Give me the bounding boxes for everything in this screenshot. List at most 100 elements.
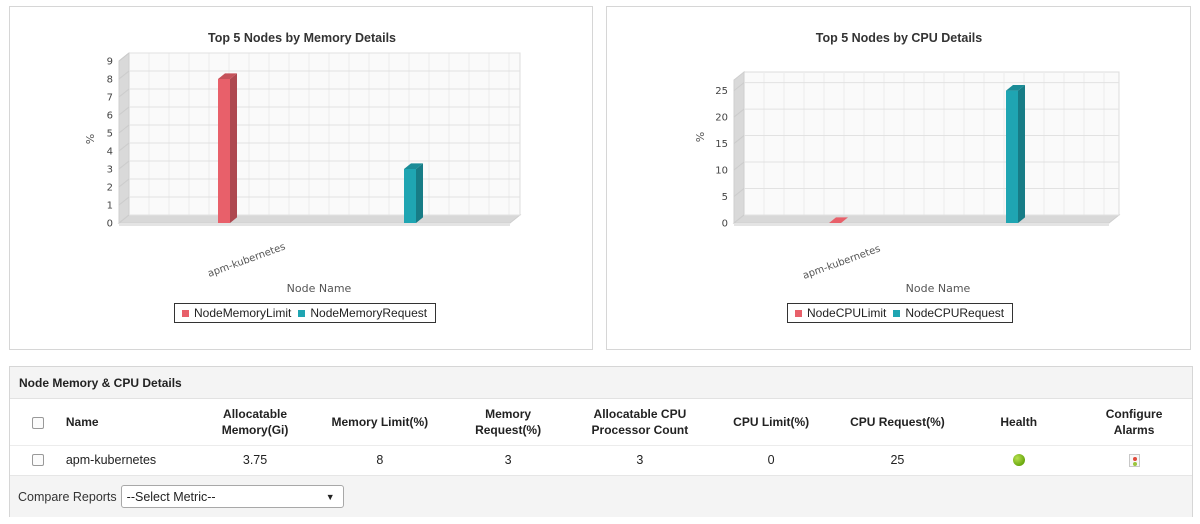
cpu-count-value: 3 <box>636 452 644 467</box>
grid-line-side <box>118 196 130 206</box>
plot-floor <box>117 214 522 224</box>
cpu-request-value: 25 <box>890 452 905 467</box>
bar-side-NodeCPURequest <box>1018 84 1025 224</box>
legend-swatch <box>298 309 306 317</box>
table-row: apm-kubernetes 3.75 8 3 3 0 25 <box>10 445 1192 474</box>
column-header-name[interactable]: Name <box>65 399 196 446</box>
grid-line-side <box>118 124 130 134</box>
bar-front-NodeMemoryLimit <box>218 79 230 223</box>
grid-line-side <box>733 135 745 144</box>
grid-line-side <box>118 214 130 224</box>
column-header-health[interactable]: Health <box>961 399 1077 446</box>
legend-item[interactable]: NodeCPURequest <box>890 306 1004 320</box>
cpu-chart-panel: Top 5 Nodes by CPU Details 0 5 10 15 20 25 apm-… <box>606 6 1191 350</box>
plot-side-wall <box>118 51 130 225</box>
y-tick-label: 15 <box>715 139 728 150</box>
legend-item[interactable]: NodeCPULimit <box>792 306 886 320</box>
grid-line-side <box>733 108 745 118</box>
y-tick-label: 10 <box>715 166 728 177</box>
y-tick-label: 8 <box>107 75 113 86</box>
bar-side-NodeMemoryRequest <box>416 163 423 223</box>
y-axis-title: % <box>694 132 707 142</box>
column-header-memory-limit[interactable]: Memory Limit(%) <box>314 399 446 446</box>
grid-line-side <box>733 188 745 197</box>
bar-side-NodeMemoryLimit <box>230 73 237 224</box>
grid-line-side <box>118 160 130 170</box>
category-label: apm-kubernetes <box>801 243 882 281</box>
alarms-cell <box>1076 445 1192 474</box>
plot-floor-edge <box>734 223 1109 226</box>
grid-line-side <box>733 214 745 224</box>
grid-line-side <box>118 88 130 98</box>
metric-select[interactable]: --Select Metric-- ▼ <box>120 485 344 508</box>
category-label: apm-kubernetes <box>206 241 287 279</box>
y-tick-label: 1 <box>107 201 113 212</box>
node-name-link[interactable]: apm-kubernetes <box>65 452 157 467</box>
x-axis-title: Node Name <box>287 282 352 295</box>
legend-label: NodeCPULimit <box>807 306 887 320</box>
plot-floor-edge <box>119 223 510 226</box>
cpu-chart: Top 5 Nodes by CPU Details 0 5 10 15 20 25 apm-… <box>694 31 1121 295</box>
compare-reports-label: Compare Reports <box>18 489 117 504</box>
y-tick-label: 2 <box>107 183 113 194</box>
chart-title: Top 5 Nodes by CPU Details <box>816 31 983 45</box>
memory-request-value: 3 <box>504 452 512 467</box>
legend-item[interactable]: NodeMemoryLimit <box>179 306 291 320</box>
compare-reports-bar: Compare Reports --Select Metric-- ▼ <box>10 475 1192 517</box>
bar-front-NodeMemoryRequest <box>404 169 416 223</box>
y-tick-label: 7 <box>107 93 113 104</box>
chevron-down-icon: ▼ <box>325 491 335 502</box>
plot-back-wall <box>743 71 1120 216</box>
memory-limit-value: 8 <box>376 452 384 467</box>
memory-chart-legend: NodeMemoryLimit NodeMemoryRequest <box>174 303 437 323</box>
health-status-icon[interactable] <box>1012 454 1025 467</box>
memory-chart: Top 5 Nodes by Memory Details0123456789a… <box>84 31 522 295</box>
y-tick-label: 0 <box>722 219 728 230</box>
y-tick-label: 9 <box>107 57 113 68</box>
select-all-checkbox[interactable] <box>31 416 44 429</box>
bar-top-NodeCPURequest <box>1006 84 1025 91</box>
bar-top-NodeMemoryRequest <box>404 163 423 169</box>
legend-label: NodeMemoryLimit <box>194 306 292 320</box>
y-tick-label: 25 <box>715 86 728 97</box>
legend-item[interactable]: NodeMemoryRequest <box>295 306 427 320</box>
chart-title: Top 5 Nodes by Memory Details <box>208 31 396 45</box>
section-title: Node Memory & CPU Details <box>10 367 1192 399</box>
allocatable-memory-value: 3.75 <box>242 452 268 467</box>
legend-swatch <box>182 309 189 317</box>
grid-line-side <box>118 178 130 188</box>
bar-top-NodeMemoryLimit <box>218 73 237 79</box>
cpu-limit-value: 0 <box>767 452 775 467</box>
column-header-cpu-request[interactable]: CPU Request(%) <box>833 399 962 446</box>
legend-swatch <box>795 309 802 317</box>
y-tick-label: 3 <box>107 165 113 176</box>
node-details-section: Node Memory & CPU Details Name Allocatab… <box>9 366 1193 517</box>
y-tick-label: 6 <box>107 111 113 122</box>
y-tick-label: 5 <box>722 192 728 203</box>
plot-back-wall <box>128 52 521 216</box>
y-tick-label: 20 <box>715 113 728 124</box>
y-tick-label: 4 <box>107 147 113 158</box>
legend-swatch <box>893 309 901 317</box>
plot-floor <box>732 214 1121 224</box>
column-header-cpu-limit[interactable]: CPU Limit(%) <box>708 399 834 446</box>
grid-line-side <box>118 142 130 152</box>
row-checkbox[interactable] <box>31 454 44 467</box>
legend-label: NodeMemoryRequest <box>310 306 428 320</box>
select-all-cell <box>10 399 66 446</box>
plot-side-wall <box>733 70 745 225</box>
grid-line-side <box>118 106 130 116</box>
grid-line-side <box>118 52 130 62</box>
metric-select-value: --Select Metric-- <box>126 489 216 504</box>
configure-alarms-icon[interactable] <box>1128 453 1140 467</box>
health-cell <box>961 445 1076 474</box>
y-tick-label: 0 <box>107 219 113 230</box>
grid-line-side <box>118 70 130 80</box>
